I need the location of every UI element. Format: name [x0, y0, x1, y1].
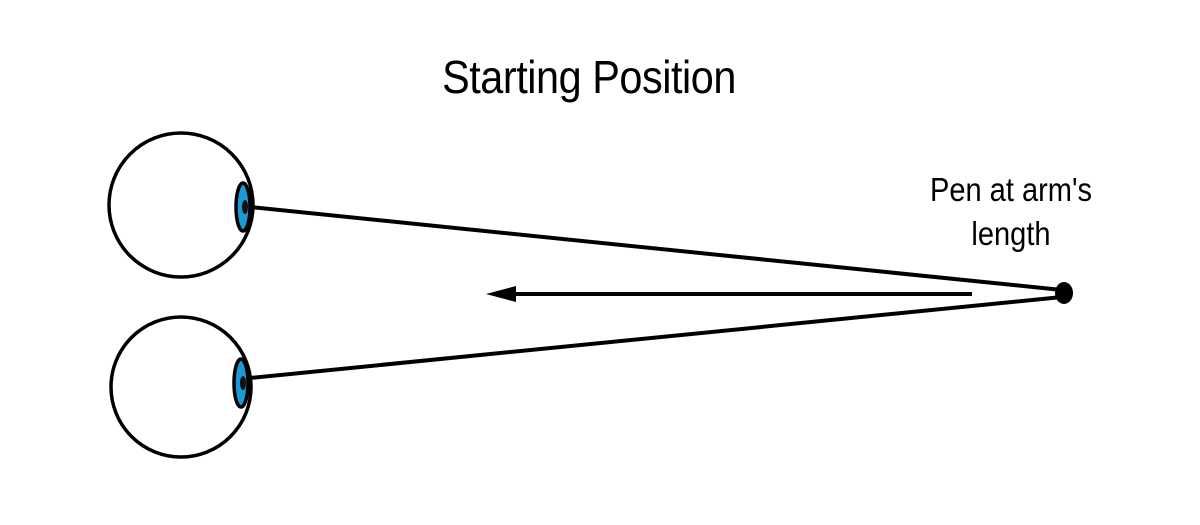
- lower-pupil: [240, 376, 246, 390]
- upper-sight-line: [249, 205, 1063, 292]
- lower-eyeball: [109, 315, 253, 459]
- pen-label-line-1: Pen at arm's: [929, 171, 1093, 208]
- pen-label: Pen at arm's length: [919, 168, 1104, 256]
- arrow-head-icon: [486, 286, 516, 302]
- diagram-title: Starting Position: [442, 51, 736, 103]
- lower-sight-line: [249, 295, 1063, 380]
- pen-label-line-2: length: [971, 215, 1051, 252]
- lower-eye: [109, 315, 253, 459]
- pen-dot-icon: [1055, 282, 1073, 304]
- movement-arrow: [486, 286, 972, 302]
- upper-pupil: [242, 200, 248, 214]
- upper-eye: [107, 131, 255, 279]
- upper-eyeball: [107, 131, 255, 279]
